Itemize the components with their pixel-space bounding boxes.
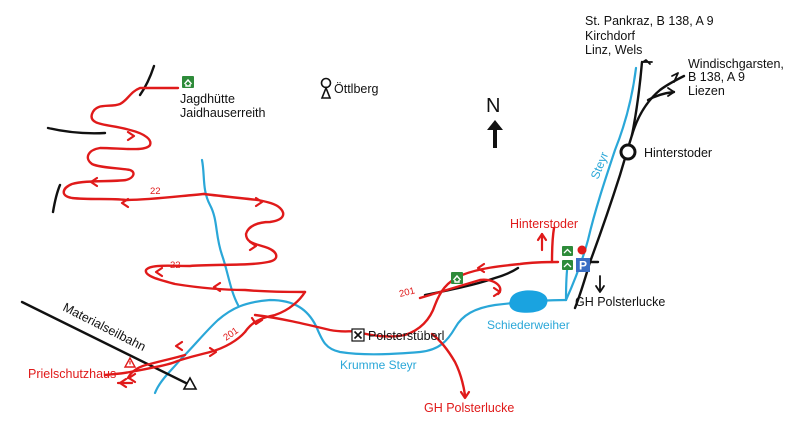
label-gh-polsterlucke-right: GH Polsterlucke (575, 295, 665, 309)
hut-icon-hinterstoder-2 (562, 260, 573, 270)
schiederweiher-lake (509, 290, 548, 313)
road-upper-left (138, 64, 156, 97)
arrow-polsterlucke (595, 285, 605, 293)
parking-label: P (579, 259, 587, 273)
label-jagdhuette-2: Jaidhauserreith (180, 106, 266, 120)
parking-icon: P (576, 258, 590, 273)
steyr-river-branch (153, 298, 568, 395)
dest-ne-line1: Windischgarsten, (688, 57, 784, 71)
arrow-trail-10 (174, 340, 184, 352)
road-arrows (595, 59, 679, 293)
arrow-prielschutzhaus (118, 377, 128, 389)
dest-north-line2: Kirchdorf (585, 29, 636, 43)
road-to-windischgarsten (630, 74, 686, 137)
trail-number-22-middle: 22 (170, 260, 181, 271)
arrow-trail-13 (492, 286, 502, 298)
arrow-trail-3 (120, 197, 130, 209)
trail-22-lower (103, 290, 307, 377)
dest-ne-line2: B 138, A 9 (688, 70, 745, 84)
label-krumme-steyr: Krumme Steyr (340, 358, 417, 372)
dest-north-line1: St. Pankraz, B 138, A 9 (585, 14, 714, 28)
arrow-trail-5 (248, 240, 258, 252)
road-left-2 (51, 183, 62, 214)
krumme-steyr-stream (200, 158, 240, 307)
trail-number-22-upper: 22 (150, 186, 161, 197)
arrow-trail-9 (208, 346, 218, 358)
hut-icon-forest (451, 272, 463, 284)
north-arrow-icon (487, 120, 503, 148)
labels: St. Pankraz, B 138, A 9 Kirchdorf Linz, … (28, 14, 784, 415)
label-hinterstoder-trail: Hinterstoder (510, 217, 578, 231)
hinterstoder-town-marker (619, 143, 637, 161)
trail-upper-switchbacks (62, 86, 206, 202)
arrow-trail-2 (89, 176, 99, 188)
trail-22-upper (144, 192, 307, 294)
trail-arrows (89, 130, 548, 400)
arrow-trail-1 (126, 130, 136, 142)
label-polsterstueberl: Polsterstüberl (368, 329, 444, 343)
road-branch-lower (646, 90, 676, 102)
arrow-trail-12 (476, 262, 486, 274)
hut-icon-jagdhuette (182, 76, 194, 88)
trailhead-dot (577, 245, 587, 255)
trail-to-hinterstoder (550, 226, 556, 264)
label-hinterstoder-town: Hinterstoder (644, 146, 712, 160)
trail-number-201-upper: 201 (398, 285, 416, 300)
road-left-1 (46, 126, 107, 135)
arrow-windisch (671, 72, 679, 83)
trail-201-lower (253, 260, 560, 338)
trail-to-polsterlucke-bottom (430, 332, 467, 397)
arrow-liezen (667, 87, 675, 97)
arrow-trail-4 (254, 196, 264, 208)
north-label: N (486, 95, 500, 117)
arrow-trail-7 (212, 281, 222, 293)
restaurant-icon (351, 328, 365, 342)
trail-number-201-lower: 201 (221, 325, 240, 343)
summit-icon (320, 77, 332, 99)
label-jagdhuette-1: Jagdhütte (180, 92, 235, 106)
arrow-trail-8 (250, 316, 264, 326)
label-steyr: Steyr (588, 150, 611, 181)
dest-north-line3: Linz, Wels (585, 43, 642, 57)
arrow-trail-6 (154, 266, 164, 278)
dest-ne-line3: Liezen (688, 84, 725, 98)
label-schiederweiher: Schiederweiher (487, 318, 570, 332)
cable-station-icon (182, 376, 198, 390)
arrow-trail-15 (459, 390, 471, 400)
label-prielschutzhaus: Prielschutzhaus (28, 367, 116, 381)
materialseilbahn-line (20, 300, 192, 387)
trails (62, 86, 560, 397)
trail-201-upper (418, 278, 502, 300)
trail-hut-connector (126, 353, 187, 380)
warning-icon (123, 356, 137, 368)
arrow-trail-11 (127, 372, 137, 384)
label-gh-polsterlucke-bottom: GH Polsterlucke (424, 401, 514, 415)
hut-icon-hinterstoder-1 (562, 246, 573, 256)
label-oettlberg: Öttlberg (334, 82, 379, 96)
